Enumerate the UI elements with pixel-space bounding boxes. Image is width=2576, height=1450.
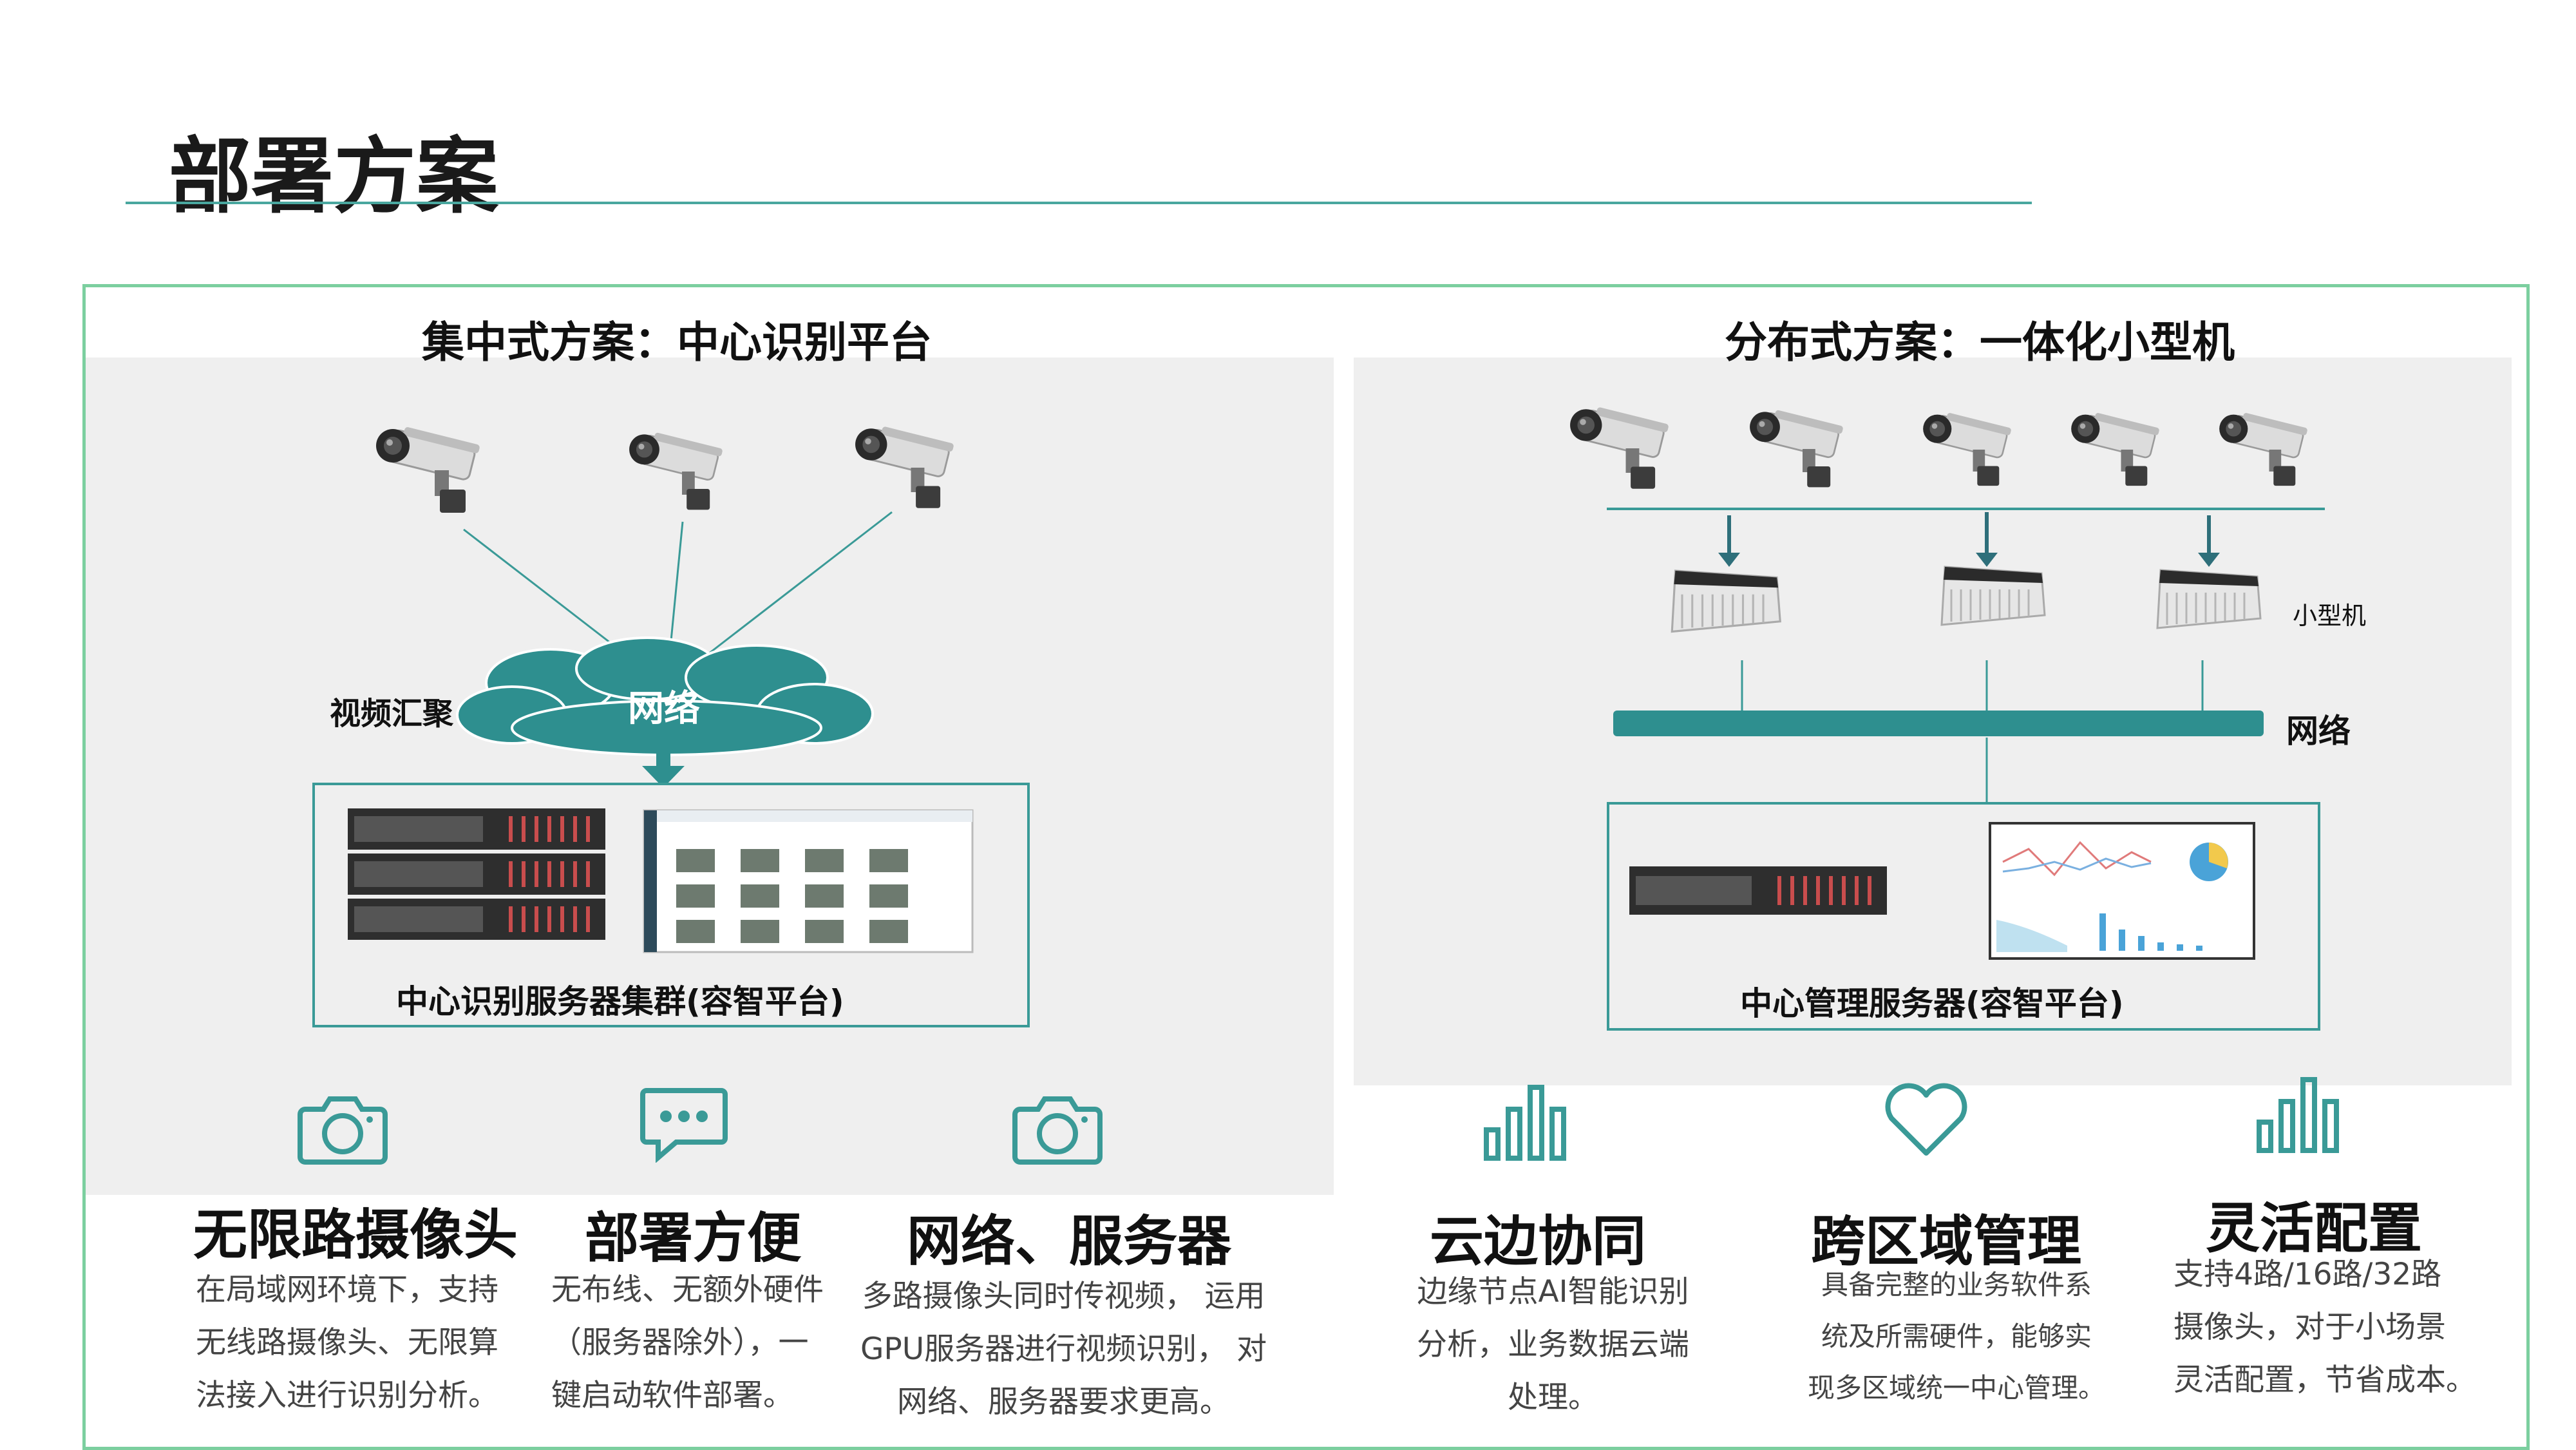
camera-icon [298, 1089, 388, 1166]
page-title: 部署方案 [169, 129, 499, 225]
feature-card: 无限路摄像头 在局域网环境下，支持 无线路摄像头、无限算 法接入进行识别分析。 [193, 1089, 580, 1424]
management-server-label: 中心管理服务器(容智平台) [1740, 985, 2124, 1022]
feature-card: 灵活配置 支持4路/16路/32路 摄像头，对于小场景 灵活配置，节省成本。 [2170, 1076, 2505, 1411]
mini-server-icon [1926, 554, 2054, 644]
network-label: 网络 [628, 688, 700, 730]
mini-server-icon [2141, 557, 2270, 647]
distributed-title: 分布式方案：一体化小型机 [1725, 318, 2235, 367]
feature-description: 多路摄像头同时传视频， 运用 GPU服务器进行视频识别， 对 网络、服务器要求更… [860, 1279, 1267, 1420]
feature-card: 跨区域管理 具备完整的业务软件系 统及所需硬件，能够实 现多区域统一中心管理。 [1806, 1082, 2167, 1417]
feature-title: 灵活配置 [2206, 1197, 2423, 1260]
camera-icon [1012, 1089, 1103, 1166]
server-rack-icon [1629, 866, 1887, 915]
feature-description: 具备完整的业务软件系 统及所需硬件，能够实 现多区域统一中心管理。 [1808, 1269, 2106, 1404]
video-aggregation-label: 视频汇聚 [330, 696, 454, 732]
feature-description: 边缘节点AI智能识别 分析，业务数据云端 处理。 [1417, 1274, 1689, 1415]
network-label: 网络 [2286, 712, 2351, 750]
feature-card: 网络、服务器 多路摄像头同时传视频， 运用 GPU服务器进行视频识别， 对 网络… [857, 1089, 1294, 1424]
feature-card: 云边协同 边缘节点AI智能识别 分析，业务数据云端 处理。 [1417, 1082, 1752, 1417]
server-cluster-label: 中心识别服务器集群(容智平台) [396, 983, 844, 1020]
content-frame [82, 284, 2530, 1450]
mini-server-label: 小型机 [2293, 602, 2367, 630]
dashboard-screenshot [1989, 822, 2255, 960]
bar-chart-icon [2255, 1076, 2345, 1153]
mini-server-icon [1655, 557, 1790, 652]
feature-title: 云边协同 [1430, 1210, 1647, 1273]
chat-icon [639, 1085, 729, 1163]
network-cloud [456, 636, 874, 756]
feature-card: 部署方便 无布线、无额外硬件 （服务器除外），一 键启动软件部署。 [547, 1085, 882, 1420]
server-rack-icon [348, 808, 605, 940]
feature-title: 无限路摄像头 [193, 1203, 518, 1266]
feature-description: 支持4路/16路/32路 摄像头，对于小场景 灵活配置，节省成本。 [2174, 1257, 2476, 1398]
feature-description: 无布线、无额外硬件 （服务器除外），一 键启动软件部署。 [551, 1272, 824, 1413]
arrow-down-icon [642, 750, 685, 788]
heart-icon [1881, 1082, 1971, 1159]
bar-chart-icon [1482, 1083, 1573, 1161]
centralized-title: 集中式方案：中心识别平台 [422, 318, 932, 367]
feature-description: 在局域网环境下，支持 无线路摄像头、无限算 法接入进行识别分析。 [196, 1272, 498, 1413]
feature-title: 网络、服务器 [907, 1210, 1232, 1273]
title-divider [126, 202, 2032, 204]
feature-title: 部署方便 [585, 1207, 802, 1270]
platform-screenshot [643, 809, 974, 953]
feature-title: 跨区域管理 [1811, 1210, 2082, 1273]
